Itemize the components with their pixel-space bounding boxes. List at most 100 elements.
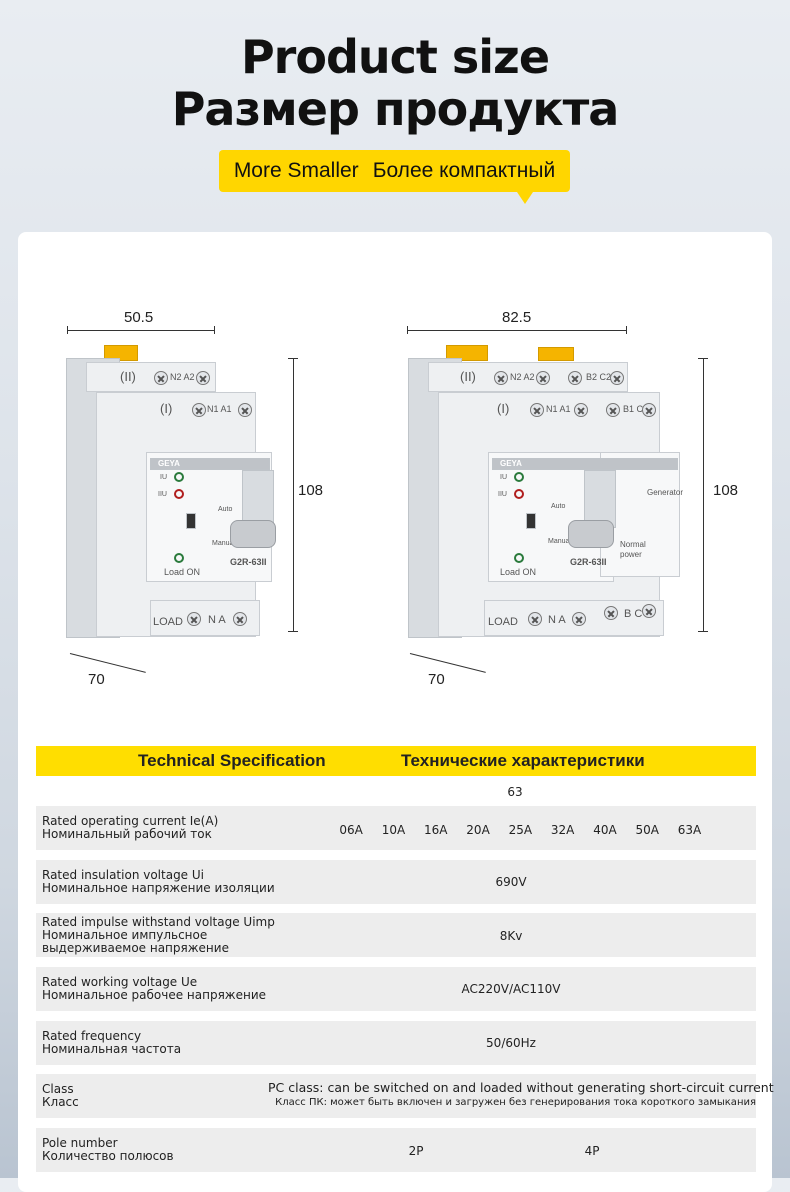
small-load: LOAD: [153, 616, 183, 628]
screw-icon: [606, 403, 620, 417]
screw-icon: [238, 403, 252, 417]
current-value: 40A: [593, 823, 617, 837]
spec-header-ru: Технические характеристики: [401, 751, 645, 770]
large-model: G2R-63II: [570, 557, 607, 567]
row-label-ru: Номинальное рабочее напряжение: [42, 988, 267, 1002]
large-bc: B C: [624, 608, 643, 620]
pole-value-2p: 2P: [408, 1144, 424, 1158]
current-value: 06A: [339, 823, 363, 837]
operating-handle: [568, 520, 614, 548]
small-iiu: IIU: [158, 491, 167, 498]
table-row: Class Класс PC class: can be switched on…: [36, 1074, 774, 1118]
row-value-ru: Класс ПК: может быть включен и загружен …: [275, 1097, 756, 1108]
operating-handle: [230, 520, 276, 548]
table-row: Rated working voltage Ue Номинальное раб…: [36, 967, 756, 1011]
row-value: 8Kv: [499, 929, 523, 943]
screw-icon: [196, 371, 210, 385]
row-label-ru: Количество полюсов: [42, 1149, 174, 1163]
pole-value-4p: 4P: [584, 1144, 600, 1158]
screw-icon: [642, 403, 656, 417]
row-label-en: Rated insulation voltage Ui: [42, 868, 204, 882]
row-label-ru: Номинальное напряжение изоляции: [42, 881, 275, 895]
small-load-on: Load ON: [164, 567, 201, 577]
screw-icon: [187, 612, 201, 626]
screw-icon: [610, 371, 624, 385]
table-row: Pole number Количество полюсов 2P 4P: [36, 1128, 756, 1172]
small-iu: IU: [160, 474, 167, 481]
selector-switch: [526, 513, 536, 529]
small-width-label: 50.5: [124, 309, 154, 326]
screw-icon: [604, 606, 618, 620]
row-value-en: PC class: can be switched on and loaded …: [268, 1080, 774, 1095]
page-title-en: Product size: [240, 30, 550, 84]
small-brand-logo: GEYA: [158, 459, 180, 468]
current-value: 25A: [508, 823, 533, 837]
large-load-on: Load ON: [500, 567, 537, 577]
large-iu: IU: [500, 474, 507, 481]
large-na: N A: [548, 614, 566, 626]
row-label-en: Class: [42, 1082, 74, 1096]
screw-icon: [536, 371, 550, 385]
selector-switch: [186, 513, 196, 529]
tagline-en: More Smaller: [233, 159, 359, 182]
large-line2: (II): [460, 369, 476, 384]
table-row: Rated impulse withstand voltage Uimp Ном…: [36, 913, 756, 957]
large-height-label: 108: [713, 482, 739, 499]
large-generator: Generator: [647, 488, 684, 497]
large-manual: Manual: [548, 538, 571, 545]
status-led-green: [174, 472, 184, 482]
row-label-en: Rated frequency: [42, 1029, 142, 1043]
screw-icon: [528, 612, 542, 626]
row-value: AC220V/AC110V: [461, 982, 561, 996]
status-led-green: [514, 553, 524, 563]
row-label-en: Pole number: [42, 1136, 118, 1150]
screw-icon: [642, 604, 656, 618]
row-label-ru: Номинальный рабочий ток: [42, 827, 212, 841]
large-b1c1: B1 C1: [623, 404, 649, 414]
row-label-en: Rated working voltage Ue: [42, 975, 198, 989]
status-led-red: [514, 489, 524, 499]
large-brand-logo: GEYA: [500, 459, 522, 468]
status-led-green: [514, 472, 524, 482]
large-auto: Auto: [551, 503, 566, 510]
row-label-en: Rated operating current Ie(A): [42, 814, 219, 828]
large-b2c2: B2 C2: [586, 372, 612, 382]
row-label-ru: Номинальная частота: [42, 1042, 182, 1056]
large-depth-label: 70: [428, 671, 445, 688]
screw-icon: [568, 371, 582, 385]
row-label-ru: Класс: [42, 1095, 79, 1109]
page-title-ru: Размер продукта: [171, 82, 620, 136]
small-n2a2: N2 A2: [170, 372, 195, 382]
table-row: Rated insulation voltage Ui Номинальное …: [36, 860, 756, 904]
frame-size: 63: [507, 785, 523, 799]
screw-icon: [494, 371, 508, 385]
tagline-ru: Более компактный: [372, 159, 556, 182]
tagline-badge: More Smaller Более компактный: [219, 150, 570, 192]
screw-icon: [574, 403, 588, 417]
screw-icon: [530, 403, 544, 417]
large-line1: (I): [497, 401, 510, 416]
current-value: 32A: [550, 823, 575, 837]
current-value: 16A: [424, 823, 448, 837]
small-line2: (II): [120, 369, 136, 384]
current-value: 20A: [466, 823, 490, 837]
status-led-green: [174, 553, 184, 563]
small-height-label: 108: [298, 482, 324, 499]
small-model: G2R-63II: [230, 557, 267, 567]
small-manual: Manual: [212, 540, 235, 547]
current-value: 10A: [381, 823, 406, 837]
current-values: 06A 10A 16A 20A 25A 32A 40A 50A 63A: [330, 823, 711, 837]
row-value: 50/60Hz: [486, 1036, 536, 1050]
screw-icon: [154, 371, 168, 385]
small-depth-label: 70: [88, 671, 105, 688]
small-na: N A: [208, 614, 226, 626]
table-row: Rated operating current Ie(A) Номинальны…: [36, 806, 756, 850]
screw-icon: [233, 612, 247, 626]
spec-table-header: Technical Specification Технические хара…: [36, 746, 756, 776]
current-value: 50A: [635, 823, 659, 837]
large-n2a2: N2 A2: [510, 372, 535, 382]
screw-icon: [572, 612, 586, 626]
spec-header-en: Technical Specification: [138, 751, 326, 770]
screw-icon: [192, 403, 206, 417]
current-value: 63A: [677, 823, 702, 837]
